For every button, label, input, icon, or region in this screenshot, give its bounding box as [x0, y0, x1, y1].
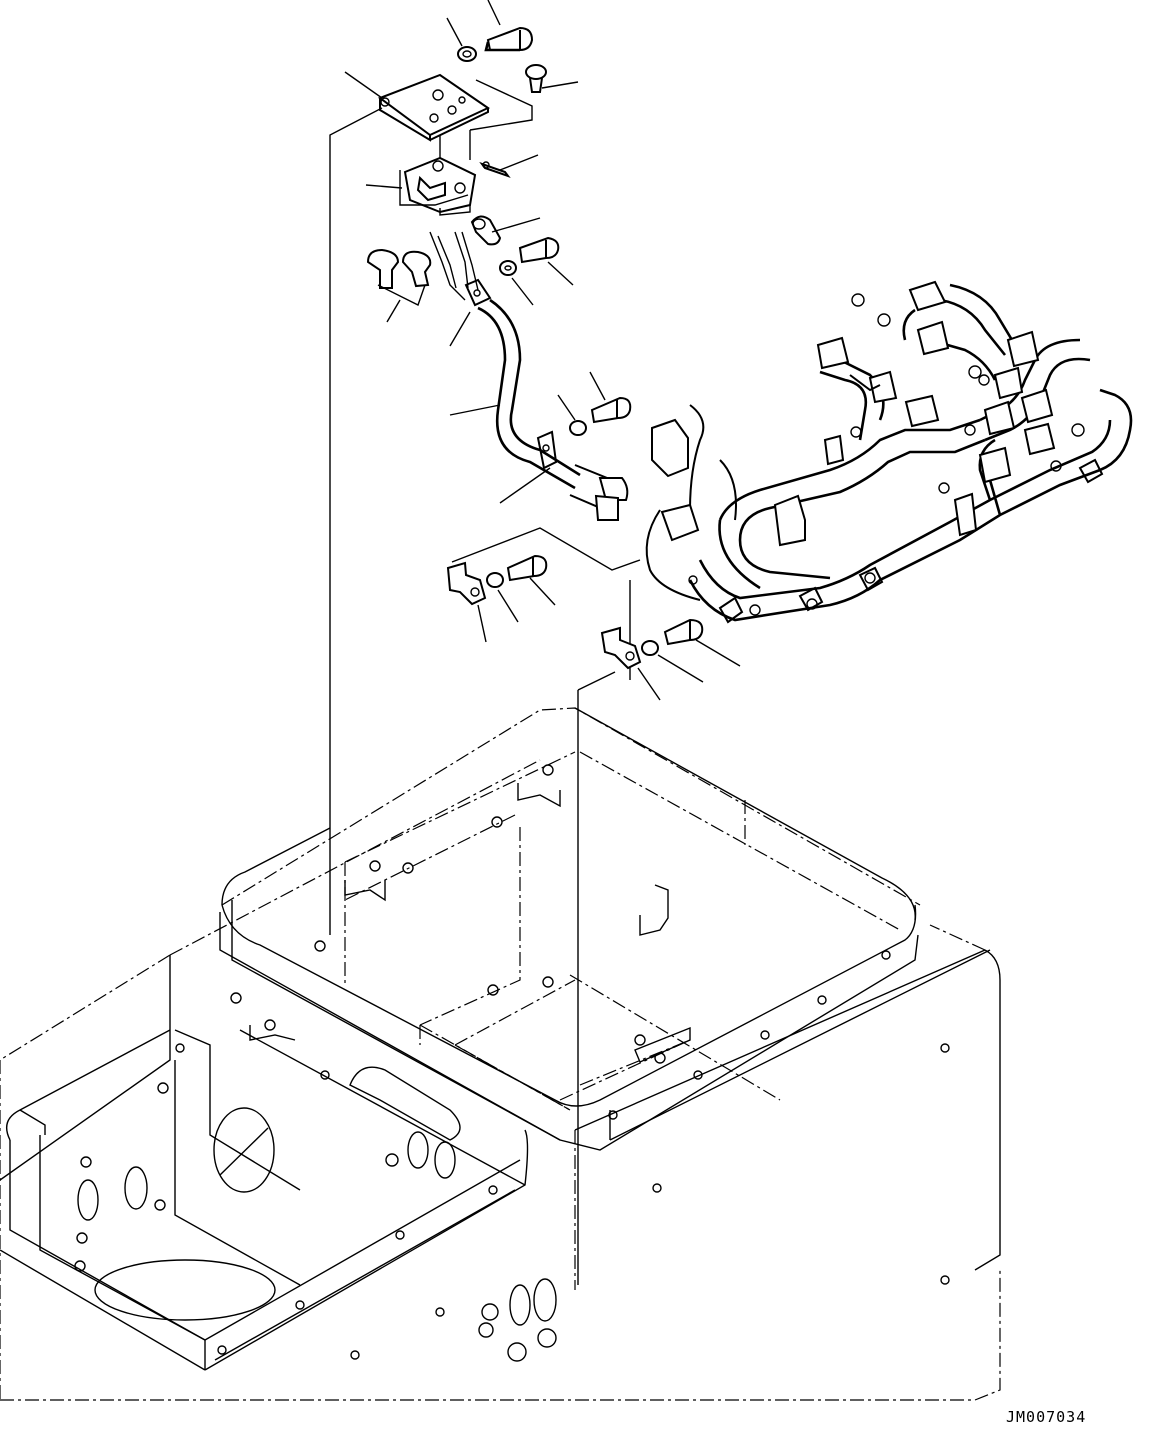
callout-leaders [344, 0, 741, 701]
clamp-washer [569, 420, 587, 436]
clamp-left [446, 561, 487, 606]
rubber-caps [366, 248, 432, 306]
clamp-left-bolt [506, 554, 548, 582]
top-washer [457, 46, 477, 62]
clamp-left-washer [486, 572, 504, 588]
terminal-cap [470, 215, 502, 246]
clamp-right-washer [641, 640, 659, 656]
mounting-bracket [377, 73, 491, 142]
switch-assembly [399, 156, 477, 216]
top-bolt [484, 26, 534, 52]
main-wiring-harness [645, 280, 1133, 624]
small-screw [525, 64, 547, 93]
terminal-bolt [518, 236, 560, 264]
machine-frame [0, 707, 1001, 1401]
drawing-code-label: JM007034 [1006, 1408, 1087, 1426]
pin [479, 161, 511, 179]
switch-cable [429, 231, 629, 521]
clamp-bolt [590, 396, 632, 424]
clamp-right [600, 626, 642, 670]
clamp-right-bolt [663, 618, 704, 646]
phantom-assembly-lines [329, 79, 641, 1285]
terminal-washer [499, 260, 517, 276]
